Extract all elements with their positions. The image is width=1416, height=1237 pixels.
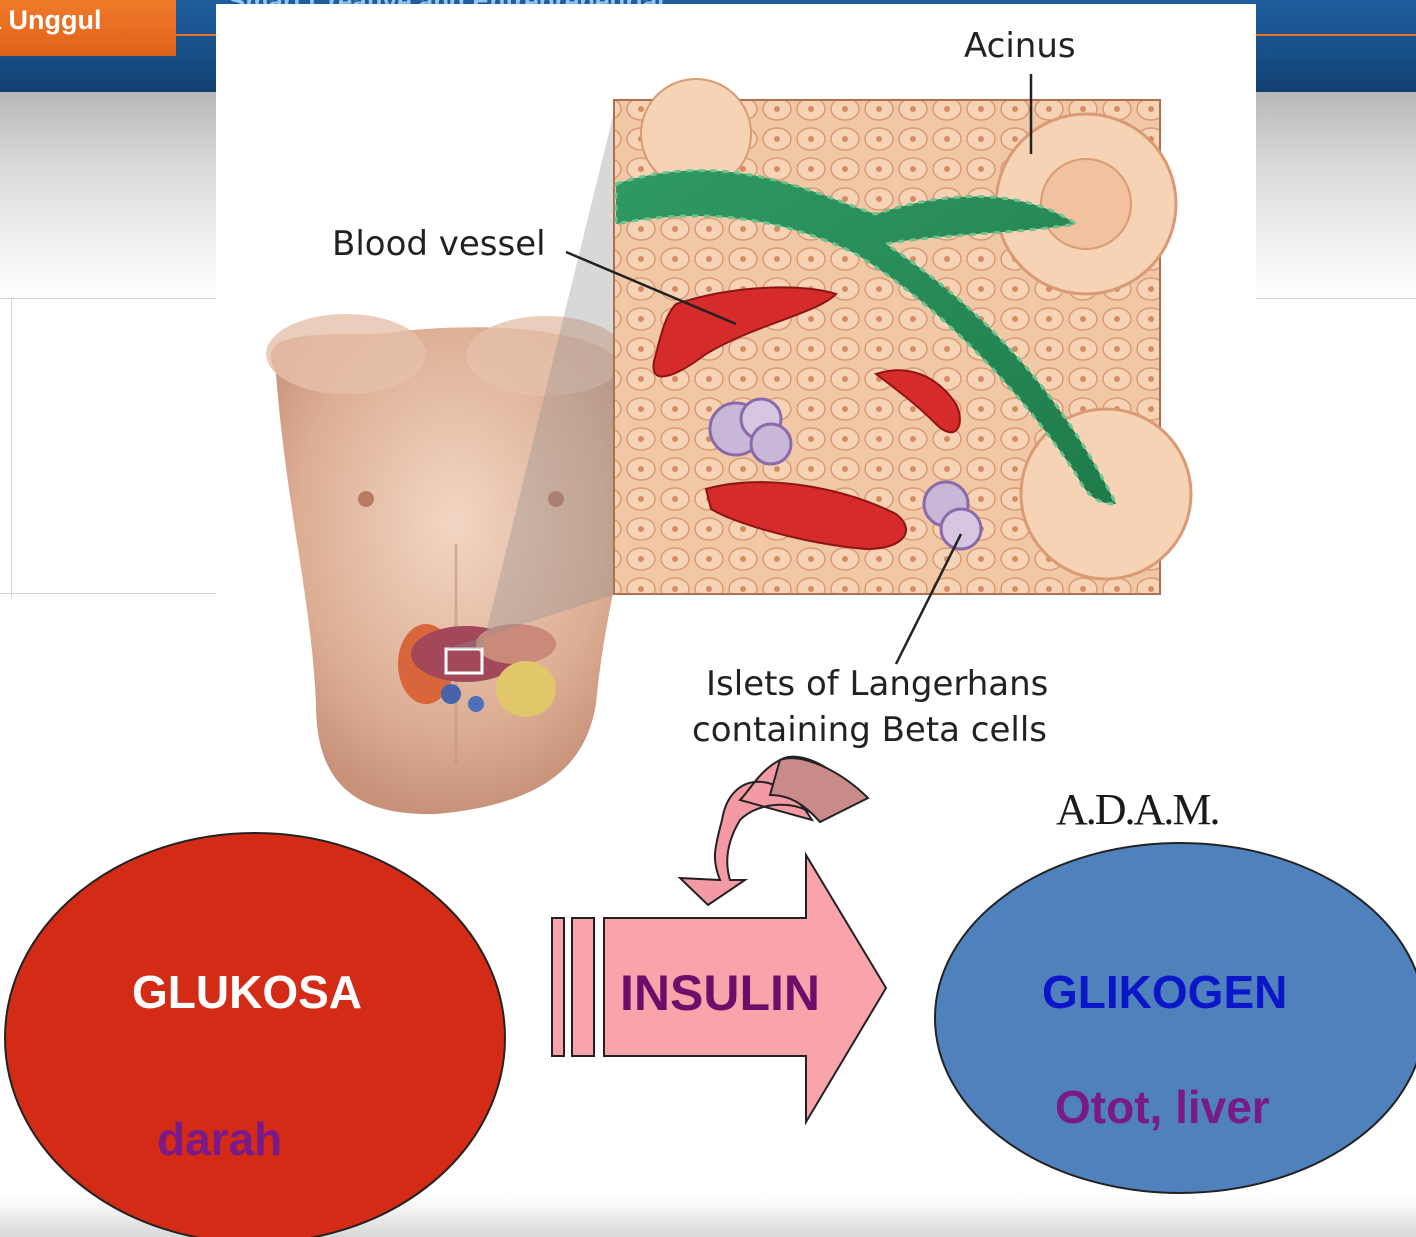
glukosa-title: GLUKOSA xyxy=(132,965,362,1019)
glukosa-subtitle: darah xyxy=(157,1112,282,1166)
acinus-label: Acinus xyxy=(964,26,1076,66)
brand-text: a Unggul xyxy=(0,5,102,35)
glikogen-subtitle: Otot, liver xyxy=(1055,1080,1270,1134)
insulin-label: INSULIN xyxy=(620,964,820,1022)
content-divider xyxy=(0,593,216,594)
glukosa-node xyxy=(5,833,505,1237)
islets-label-line2: containing Beta cells xyxy=(692,710,1047,750)
tissue-detail xyxy=(614,79,1191,594)
blood-vessel-label: Blood vessel xyxy=(332,224,546,264)
content-border-left xyxy=(11,298,12,598)
adam-credit: A.D.A.M. xyxy=(1056,784,1218,835)
pancreas-illustration: Acinus Blood vessel Islets of Langerhans… xyxy=(216,4,1256,844)
brand-tab: a Unggul xyxy=(0,0,176,56)
bottom-shadow xyxy=(0,1197,1416,1237)
glikogen-title: GLIKOGEN xyxy=(1042,965,1287,1019)
pancreas-organs xyxy=(398,624,556,717)
islets-label-line1: Islets of Langerhans xyxy=(706,664,1048,704)
